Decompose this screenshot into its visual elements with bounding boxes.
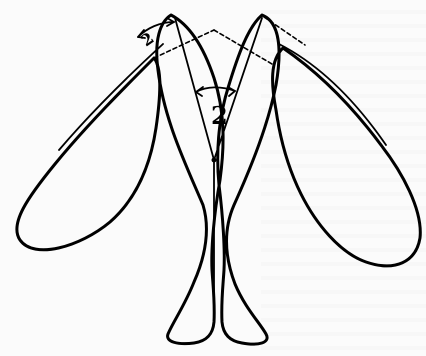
dashed-line-upper-right [264, 17, 305, 45]
right-angle-ray [214, 18, 262, 160]
center-arrow-right [228, 87, 235, 96]
upper-left-angle-label: 2 [137, 28, 157, 50]
left-wing-inner-edge [59, 44, 163, 150]
center-angle-label: 2 [211, 101, 228, 130]
center-arrow-left [196, 87, 203, 96]
left-wing [17, 58, 160, 250]
vertex-point [212, 158, 217, 163]
right-wing [273, 48, 421, 266]
right-central-lobe [218, 15, 279, 344]
